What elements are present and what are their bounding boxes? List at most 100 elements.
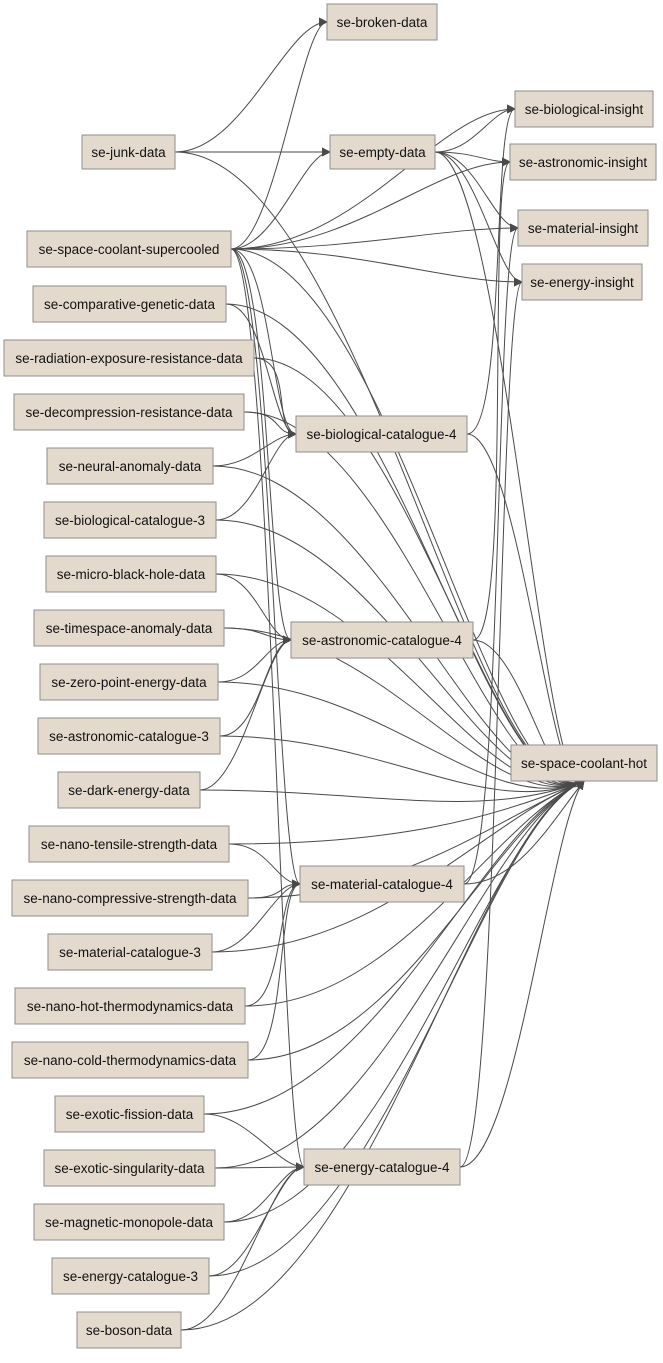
node-label: se-dark-energy-data <box>68 783 190 798</box>
node-box <box>81 134 176 170</box>
node-supercooled[interactable]: se-space-coolant-supercooled <box>26 230 232 268</box>
edge-zeropoint-to-astrocat4 <box>217 635 292 683</box>
node-darkenergy[interactable]: se-dark-energy-data <box>57 771 201 809</box>
edge-zeropoint-to-hot <box>217 681 585 789</box>
node-label: se-nano-cold-thermodynamics-data <box>24 1053 237 1068</box>
node-box <box>32 285 227 323</box>
edge-nanocold-to-matcat4 <box>247 879 301 1061</box>
node-label: se-space-coolant-hot <box>521 756 647 771</box>
node-monopole[interactable]: se-magnetic-monopole-data <box>33 1203 225 1241</box>
node-label: se-astronomic-catalogue-4 <box>302 633 462 648</box>
node-energyins[interactable]: se-energy-insight <box>521 263 643 301</box>
node-box <box>510 744 658 782</box>
node-label: se-boson-data <box>86 1323 173 1338</box>
edge-biocat4-to-bioins <box>466 104 516 435</box>
node-decomp[interactable]: se-decompression-resistance-data <box>13 393 245 431</box>
node-box <box>54 1095 205 1133</box>
node-nanocold[interactable]: se-nano-cold-thermodynamics-data <box>11 1041 249 1079</box>
node-label: se-timespace-anomaly-data <box>46 621 213 636</box>
edge-energycat4-to-energyins <box>459 277 523 1168</box>
node-biocat4[interactable]: se-biological-catalogue-4 <box>295 415 468 453</box>
node-box <box>43 501 217 539</box>
edge-astrocat3-to-hot <box>219 735 585 793</box>
node-astrocat4[interactable]: se-astronomic-catalogue-4 <box>290 621 474 659</box>
node-timespace[interactable]: se-timespace-anomaly-data <box>33 609 225 647</box>
node-compgen[interactable]: se-comparative-genetic-data <box>32 285 227 323</box>
node-label: se-comparative-genetic-data <box>44 297 216 312</box>
node-energycat3[interactable]: se-energy-catalogue-3 <box>51 1257 210 1295</box>
node-label: se-astronomic-catalogue-3 <box>49 729 209 744</box>
node-boson[interactable]: se-boson-data <box>76 1311 182 1349</box>
edge-supercooled-to-empty <box>230 147 331 250</box>
node-neural[interactable]: se-neural-anomaly-data <box>46 447 214 485</box>
node-microbh[interactable]: se-micro-black-hole-data <box>45 555 217 593</box>
node-box <box>46 447 214 485</box>
edge-junk-to-hot <box>174 151 585 788</box>
node-nanocomp[interactable]: se-nano-compressive-strength-data <box>11 879 249 917</box>
node-broken[interactable]: se-broken-data <box>326 3 438 41</box>
node-box <box>37 717 221 755</box>
node-junk[interactable]: se-junk-data <box>81 134 176 170</box>
edge-fission-to-energycat4 <box>203 1113 305 1172</box>
node-biocat3[interactable]: se-biological-catalogue-3 <box>43 501 217 539</box>
nodes-layer: se-broken-data se-junk-data se-empty-data s… <box>3 3 658 1349</box>
edge-decomp-to-hot <box>243 411 585 789</box>
node-label: se-energy-catalogue-4 <box>314 1160 450 1175</box>
edge-matcat4-to-hot <box>463 780 585 885</box>
edge-decomp-to-biocat4 <box>243 411 297 439</box>
node-box <box>521 263 643 301</box>
node-hot[interactable]: se-space-coolant-hot <box>510 744 658 782</box>
node-label: se-biological-catalogue-4 <box>306 427 457 442</box>
node-label: se-micro-black-hole-data <box>57 567 206 582</box>
edge-neural-to-biocat4 <box>212 429 297 467</box>
edge-supercooled-to-broken <box>230 17 328 250</box>
node-matcat4[interactable]: se-material-catalogue-4 <box>299 865 465 903</box>
node-box <box>517 209 649 247</box>
node-box <box>33 609 225 647</box>
edge-microbh-to-hot <box>215 573 585 789</box>
edge-biocat3-to-biocat4 <box>215 429 297 521</box>
edge-supercooled-to-matins <box>230 223 519 250</box>
node-label: se-material-catalogue-4 <box>311 877 453 892</box>
node-bioins[interactable]: se-biological-insight <box>514 90 654 128</box>
node-zeropoint[interactable]: se-zero-point-energy-data <box>39 663 219 701</box>
edge-empty-to-hot <box>434 151 585 790</box>
node-matins[interactable]: se-material-insight <box>517 209 649 247</box>
edge-empty-to-bioins <box>434 104 516 153</box>
node-label: se-broken-data <box>337 15 428 30</box>
edge-nanotensile-to-matcat4 <box>228 843 301 889</box>
node-empty[interactable]: se-empty-data <box>329 134 436 170</box>
edge-energycat4-to-hot <box>459 780 585 1168</box>
node-box <box>303 1148 461 1186</box>
edge-astrocat4-to-astroins <box>472 157 511 641</box>
edge-biocat4-to-hot <box>466 433 585 791</box>
node-astrocat3[interactable]: se-astronomic-catalogue-3 <box>37 717 221 755</box>
edge-supercooled-to-energyins <box>230 248 523 287</box>
edge-empty-to-astroins <box>434 151 511 167</box>
node-box <box>45 555 217 593</box>
node-nanotensile[interactable]: se-nano-tensile-strength-data <box>28 825 230 863</box>
node-box <box>295 415 468 453</box>
node-box <box>11 1041 249 1079</box>
node-label: se-zero-point-energy-data <box>51 675 207 690</box>
node-matcat3[interactable]: se-material-catalogue-3 <box>47 933 213 971</box>
node-label: se-nano-tensile-strength-data <box>41 837 218 852</box>
node-astroins[interactable]: se-astronomic-insight <box>509 143 657 181</box>
node-label: se-neural-anomaly-data <box>59 459 202 474</box>
node-energycat4[interactable]: se-energy-catalogue-4 <box>303 1148 461 1186</box>
node-label: se-space-coolant-supercooled <box>39 242 220 257</box>
edge-supercooled-to-matcat4 <box>230 248 301 889</box>
edge-supercooled-to-astroins <box>230 157 511 250</box>
node-fission[interactable]: se-exotic-fission-data <box>54 1095 205 1133</box>
edge-supercooled-to-astrocat4 <box>230 248 292 645</box>
edge-empty-to-matins <box>434 151 519 233</box>
node-box <box>26 230 232 268</box>
node-box <box>28 825 230 863</box>
edge-darkenergy-to-astrocat4 <box>199 635 292 791</box>
node-label: se-energy-catalogue-3 <box>63 1269 198 1284</box>
node-label: se-material-insight <box>528 221 639 236</box>
edge-supercooled-to-bioins <box>230 104 516 250</box>
node-singularity[interactable]: se-exotic-singularity-data <box>43 1149 216 1187</box>
node-nanohot[interactable]: se-nano-hot-thermodynamics-data <box>14 987 246 1025</box>
node-radexp[interactable]: se-radiation-exposure-resistance-data <box>3 339 255 377</box>
